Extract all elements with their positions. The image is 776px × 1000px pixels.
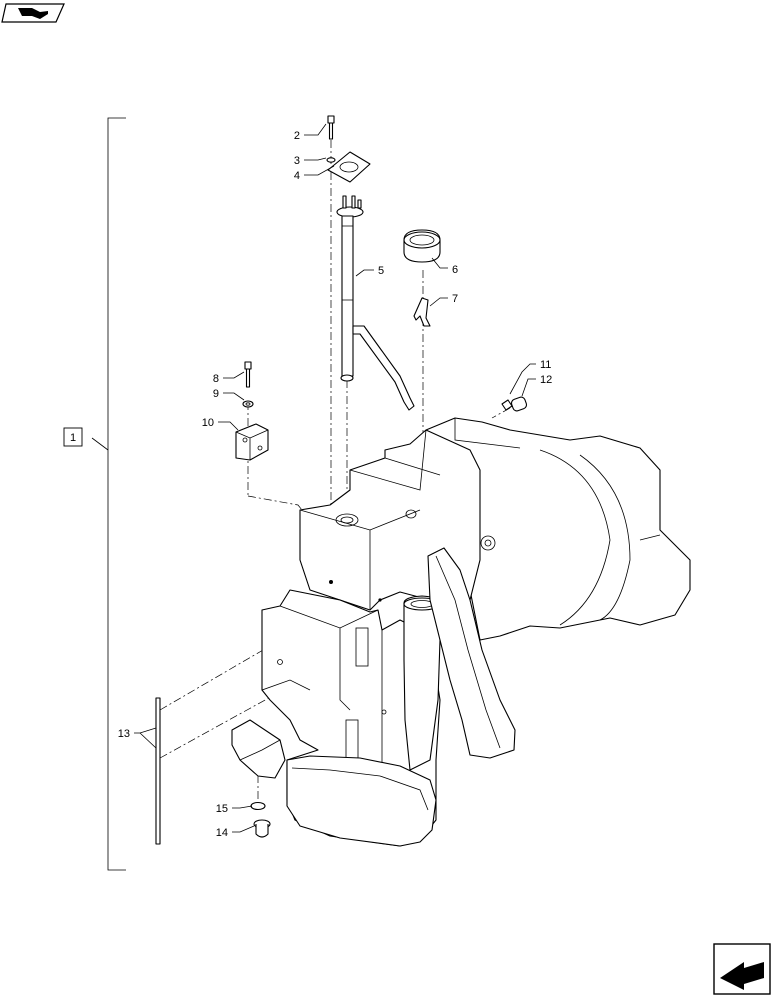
part-8-bolt[interactable] xyxy=(244,361,252,388)
fuel-tank xyxy=(231,417,691,847)
callout-2: 2 xyxy=(294,130,300,142)
part-10-bracket[interactable] xyxy=(235,423,269,461)
callout-15: 15 xyxy=(216,803,228,815)
callout-6: 6 xyxy=(452,264,458,276)
callout-labels: 2 3 4 5 6 7 8 9 10 11 12 13 15 14 xyxy=(118,130,553,839)
leader-lines xyxy=(134,123,536,833)
part-15-seal-ring[interactable] xyxy=(250,801,266,811)
part-12-fitting[interactable] xyxy=(510,396,528,412)
callout-3: 3 xyxy=(294,155,300,167)
part-3-washer[interactable] xyxy=(326,157,336,163)
callout-13: 13 xyxy=(118,728,130,740)
assembly-bracket: 1 xyxy=(63,117,126,871)
callout-4: 4 xyxy=(294,170,300,182)
callout-7: 7 xyxy=(452,293,458,305)
part-14-drain-plug[interactable] xyxy=(253,819,271,838)
callout-11: 11 xyxy=(540,359,551,371)
callout-9: 9 xyxy=(213,388,219,400)
part-13-seal-strip[interactable] xyxy=(155,697,161,845)
book-icon[interactable] xyxy=(1,3,65,23)
part-5-fuel-sender[interactable] xyxy=(336,195,415,411)
next-page-arrow-icon[interactable] xyxy=(713,943,771,995)
callout-1: 1 xyxy=(70,432,76,444)
part-11-clamp[interactable] xyxy=(501,399,513,411)
callout-14: 14 xyxy=(216,827,228,839)
callout-10: 10 xyxy=(202,417,214,429)
part-2-bolt[interactable] xyxy=(327,115,335,140)
callout-12: 12 xyxy=(540,374,552,386)
part-4-gasket[interactable] xyxy=(327,151,371,183)
part-6-filler-cap[interactable] xyxy=(403,229,441,263)
part-9-washer[interactable] xyxy=(242,400,254,408)
callout-5: 5 xyxy=(378,265,384,277)
part-7-cap-strap[interactable] xyxy=(413,297,431,327)
callout-8: 8 xyxy=(213,373,219,385)
